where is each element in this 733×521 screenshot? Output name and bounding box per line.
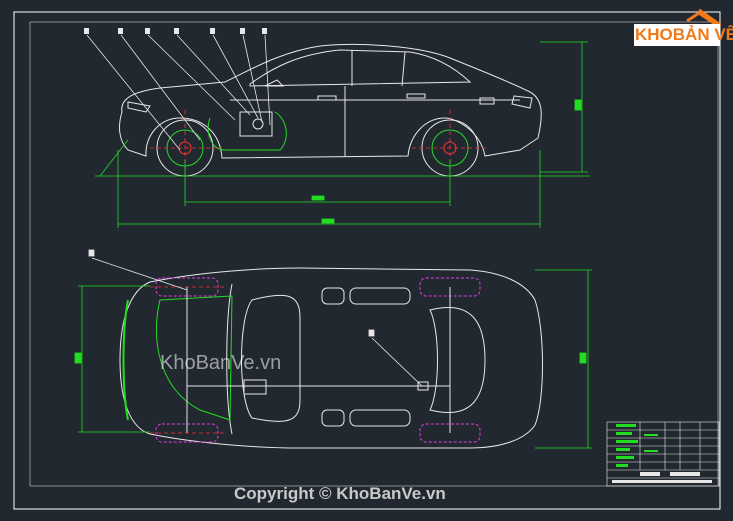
- side-view: [119, 44, 542, 177]
- side-engine-block: [239, 111, 273, 137]
- top-front-bay-green: [155, 295, 233, 421]
- top-wheel-front-left: [155, 277, 219, 297]
- top-view: [119, 267, 543, 449]
- side-view-leader-flags: [84, 28, 267, 34]
- top-view-leaders: [88, 249, 423, 387]
- side-headlamp: [127, 101, 151, 113]
- side-taillamp: [511, 95, 533, 109]
- side-view-leaders: [86, 34, 271, 151]
- side-steering-part: [252, 118, 264, 130]
- side-view-centerlines: [150, 110, 488, 178]
- logo-text: KHOBẢN VẼ: [635, 25, 733, 45]
- kho-ban-ve-logo: KHOBẢN VẼ: [629, 8, 733, 48]
- top-roof-front-left: [349, 287, 411, 305]
- side-front-bay-green: [207, 111, 287, 151]
- drawing-border-outer: [13, 11, 721, 510]
- top-gearbox: [243, 379, 267, 395]
- top-window-rear-left: [321, 287, 345, 305]
- copyright-text: Copyright © KhoBanVe.vn: [234, 484, 446, 503]
- title-block: [606, 421, 720, 487]
- top-rear-window: [429, 306, 486, 414]
- top-grille: [122, 299, 129, 421]
- side-mirror: [264, 79, 285, 87]
- top-window-rear-right: [321, 409, 345, 427]
- title-block-green-marks: [616, 424, 658, 467]
- top-body-outline: [119, 267, 543, 449]
- title-block-white-marks: [612, 472, 712, 483]
- side-window-line: [249, 49, 472, 87]
- logo-text-banve: BẢN VẼ: [672, 25, 733, 44]
- approach-angle-line: [99, 139, 129, 177]
- top-view-dimensions: [74, 269, 592, 449]
- house-roof-icon: [634, 8, 721, 46]
- top-windshield: [241, 294, 301, 422]
- top-wheel-rear-right: [419, 423, 481, 443]
- top-roof-front-right: [349, 409, 411, 427]
- top-view-centerlines: [150, 286, 225, 434]
- side-body-outline: [119, 44, 542, 159]
- side-door-handle-front: [317, 95, 337, 101]
- drawing-border-inner: [29, 21, 719, 487]
- side-view-dimensions: [95, 41, 590, 228]
- top-differential: [417, 381, 429, 391]
- watermark-text: KhoBanVe.vn: [160, 352, 282, 374]
- side-door-handle-rear: [406, 93, 426, 99]
- side-fuel-cap: [479, 97, 495, 105]
- logo-text-kho: KHO: [635, 25, 673, 44]
- side-pillar-c: [401, 51, 406, 87]
- top-view-drivetrain: [186, 287, 451, 433]
